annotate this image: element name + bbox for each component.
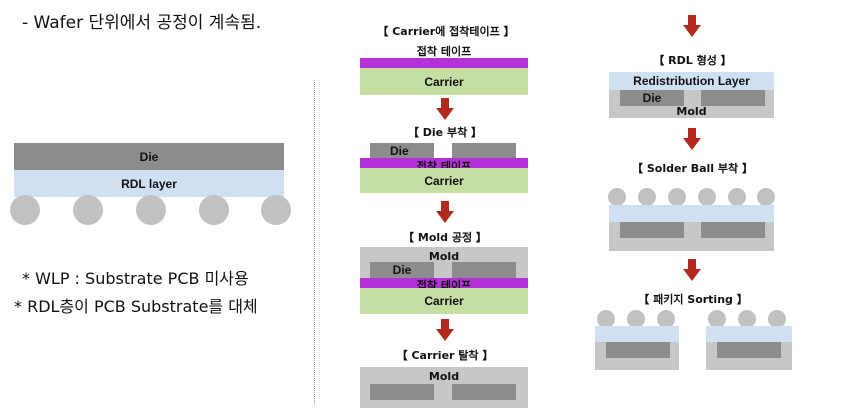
solder-ball — [728, 188, 746, 206]
solder-ball — [757, 188, 775, 206]
die-chip — [717, 342, 781, 358]
step7-title: 【 패키지 Sorting 】 — [638, 293, 748, 306]
die-label: Die — [139, 149, 159, 164]
solder-ball — [698, 188, 716, 206]
die-label: Die — [392, 263, 412, 277]
die-chip-right — [701, 222, 765, 238]
step1-title: 【 Carrier에 접착테이프 】 — [377, 25, 515, 38]
down-arrow-icon — [683, 259, 701, 281]
adhesive-tape — [360, 278, 528, 288]
rdl-layer-block — [595, 326, 679, 342]
carrier-label: Carrier — [424, 294, 464, 308]
step4-title: 【 Carrier 탈착 】 — [396, 349, 494, 362]
note-2: * RDL층이 PCB Substrate를 대체 — [14, 297, 258, 316]
die-label: Die — [390, 143, 409, 158]
solder-ball — [10, 195, 40, 225]
die-chip-left: Die — [370, 143, 434, 158]
carrier-block: Carrier — [360, 168, 528, 193]
step2-title: 【 Die 부착 】 — [407, 126, 483, 139]
step6-title: 【 Solder Ball 부착 】 — [632, 162, 753, 175]
mold-label: Mold — [428, 370, 460, 383]
die-chip-right — [452, 143, 516, 158]
tape-label: 접착 테이프 — [416, 45, 472, 58]
rdl-layer-block: RDL layer — [14, 170, 284, 197]
adhesive-tape — [360, 158, 528, 168]
solder-ball — [738, 310, 756, 328]
rdl-layer-block — [706, 326, 792, 342]
down-arrow-icon — [683, 128, 701, 150]
rdl-layer-block: Redistribution Layer — [609, 72, 774, 90]
down-arrow-icon — [436, 319, 454, 341]
die-chip-left: Die — [620, 90, 684, 106]
solder-ball — [638, 188, 656, 206]
mold-label: Mold — [428, 250, 460, 263]
mold-label: Mold — [676, 105, 707, 118]
die-label: Die — [642, 91, 662, 105]
carrier-label: Carrier — [424, 74, 464, 89]
solder-ball — [597, 310, 615, 328]
carrier-label: Carrier — [424, 173, 464, 188]
solder-ball — [136, 195, 166, 225]
solder-ball — [708, 310, 726, 328]
solder-ball — [668, 188, 686, 206]
carrier-block: Carrier — [360, 288, 528, 314]
header-text: - Wafer 단위에서 공정이 계속됨. — [22, 13, 262, 33]
die-chip — [606, 342, 670, 358]
rdl-layer-block — [609, 205, 774, 222]
solder-ball — [657, 310, 675, 328]
die-chip-right — [452, 262, 516, 278]
note-1: * WLP : Substrate PCB 미사용 — [22, 269, 249, 288]
rdl-layer-label: RDL layer — [121, 176, 177, 191]
step5-title: 【 RDL 형성 】 — [653, 54, 732, 67]
die-block: Die — [14, 143, 284, 170]
dotted-divider — [314, 80, 315, 405]
solder-ball — [768, 310, 786, 328]
solder-ball — [261, 195, 291, 225]
step3-title: 【 Mold 공정 】 — [403, 231, 487, 244]
die-chip-right — [452, 384, 516, 400]
down-arrow-icon — [436, 201, 454, 223]
die-chip-left — [620, 222, 684, 238]
down-arrow-icon — [683, 15, 701, 37]
rdl-label: Redistribution Layer — [633, 74, 750, 88]
die-chip-left — [370, 384, 434, 400]
solder-ball — [627, 310, 645, 328]
solder-ball — [608, 188, 626, 206]
solder-ball — [73, 195, 103, 225]
die-chip-right — [701, 90, 765, 106]
solder-ball — [199, 195, 229, 225]
die-chip-left: Die — [370, 262, 434, 278]
down-arrow-icon — [436, 98, 454, 120]
carrier-block: Carrier — [360, 68, 528, 95]
adhesive-tape — [360, 58, 528, 68]
